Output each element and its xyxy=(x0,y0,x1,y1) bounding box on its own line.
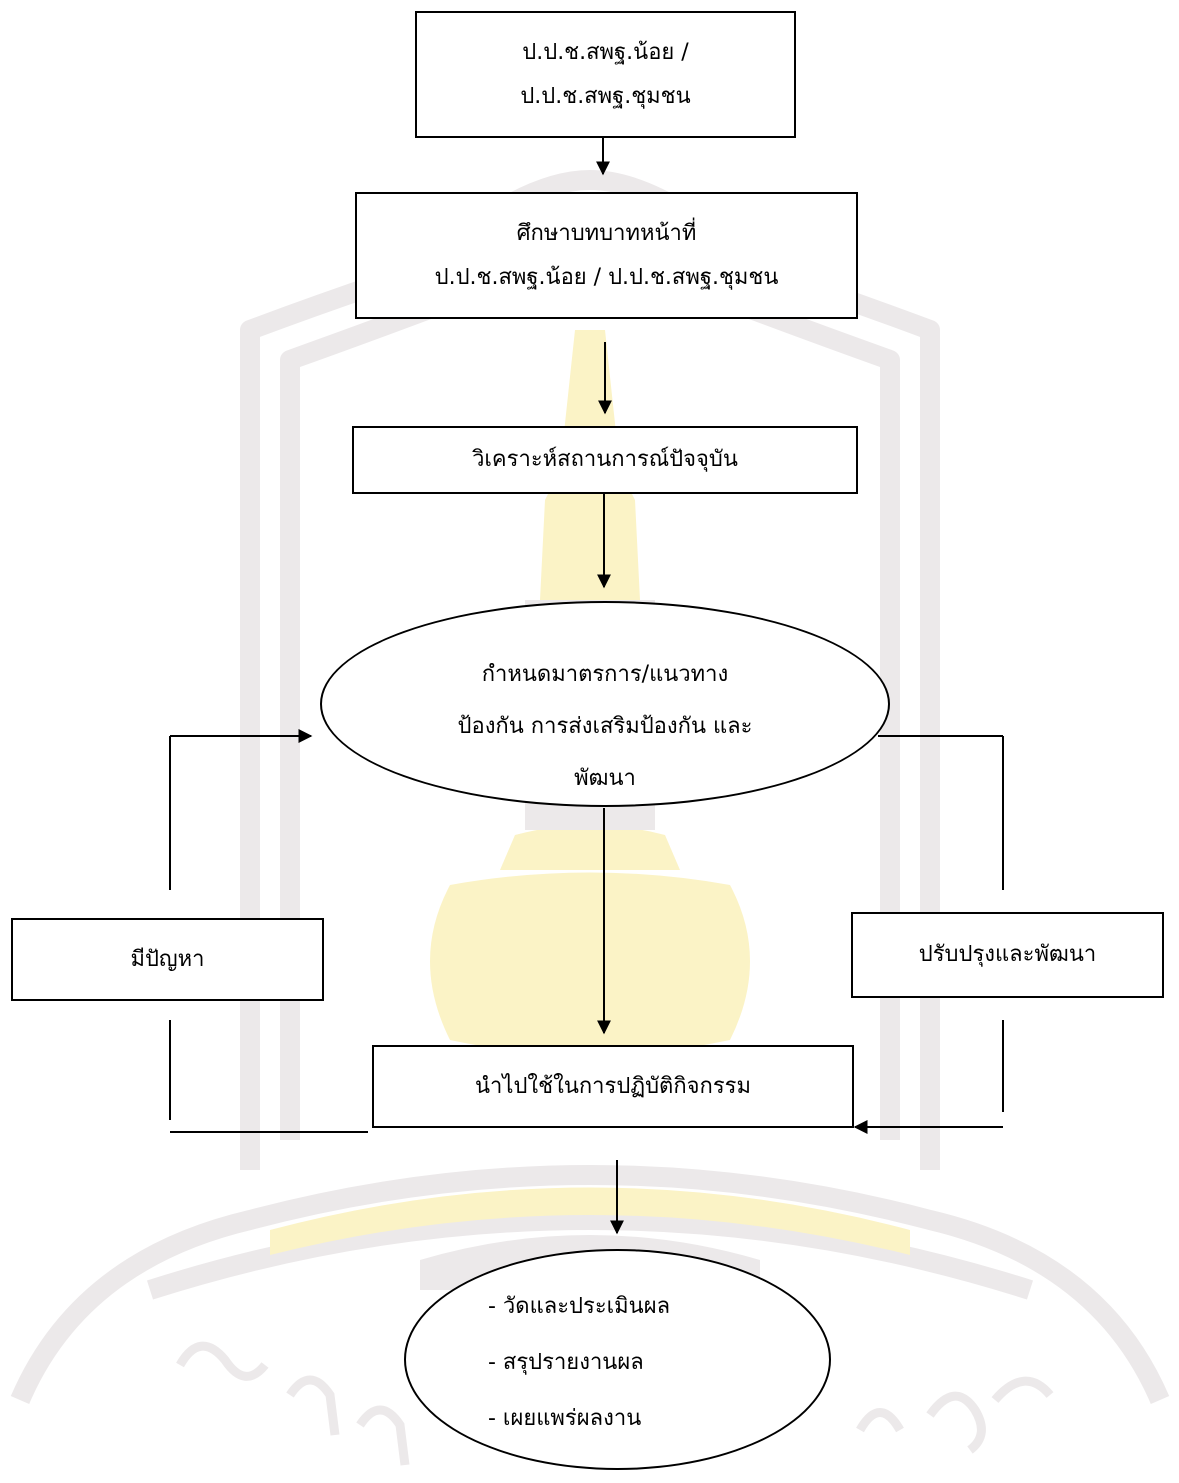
start-box: ป.ป.ช.สพฐ.น้อย / ป.ป.ช.สพฐ.ชุมชน xyxy=(415,11,796,138)
improve-box-label: ปรับปรุงและพัฒนา xyxy=(918,942,1097,967)
study-box-line-1: ศึกษาบทบาทหน้าที่ xyxy=(516,220,697,246)
improve-box: ปรับปรุงและพัฒนา xyxy=(851,912,1164,998)
apply-box: นำไปใช้ในการปฏิบัติกิจกรรม xyxy=(372,1045,854,1128)
evaluate-line-2: - สรุปรายงานผล xyxy=(488,1350,644,1375)
evaluate-line-3: - เผยแพร่ผลงาน xyxy=(488,1406,642,1431)
apply-box-label: นำไปใช้ในการปฏิบัติกิจกรรม xyxy=(474,1073,752,1099)
study-box: ศึกษาบทบาทหน้าที่ ป.ป.ช.สพฐ.น้อย / ป.ป.ช… xyxy=(355,192,858,319)
analyze-box-label: วิเคราะห์สถานการณ์ปัจจุบัน xyxy=(472,447,738,472)
measures-ellipse: กำหนดมาตรการ/แนวทาง ป้องกัน การส่งเสริมป… xyxy=(320,601,890,807)
evaluate-ellipse: - วัดและประเมินผล - สรุปรายงานผล - เผยแพ… xyxy=(404,1249,831,1470)
measures-line-3: พัฒนา xyxy=(574,766,636,791)
start-box-line-2: ป.ป.ช.สพฐ.ชุมชน xyxy=(520,83,691,109)
measures-line-2: ป้องกัน การส่งเสริมป้องกัน และ xyxy=(457,714,753,739)
evaluate-line-1: - วัดและประเมินผล xyxy=(488,1294,671,1319)
study-box-line-2: ป.ป.ช.สพฐ.น้อย / ป.ป.ช.สพฐ.ชุมชน xyxy=(434,264,779,290)
problem-box-label: มีปัญหา xyxy=(130,946,205,972)
measures-line-1: กำหนดมาตรการ/แนวทาง xyxy=(481,662,729,687)
analyze-box: วิเคราะห์สถานการณ์ปัจจุบัน xyxy=(352,426,858,494)
start-box-line-1: ป.ป.ช.สพฐ.น้อย / xyxy=(522,39,689,65)
problem-box: มีปัญหา xyxy=(11,918,324,1001)
